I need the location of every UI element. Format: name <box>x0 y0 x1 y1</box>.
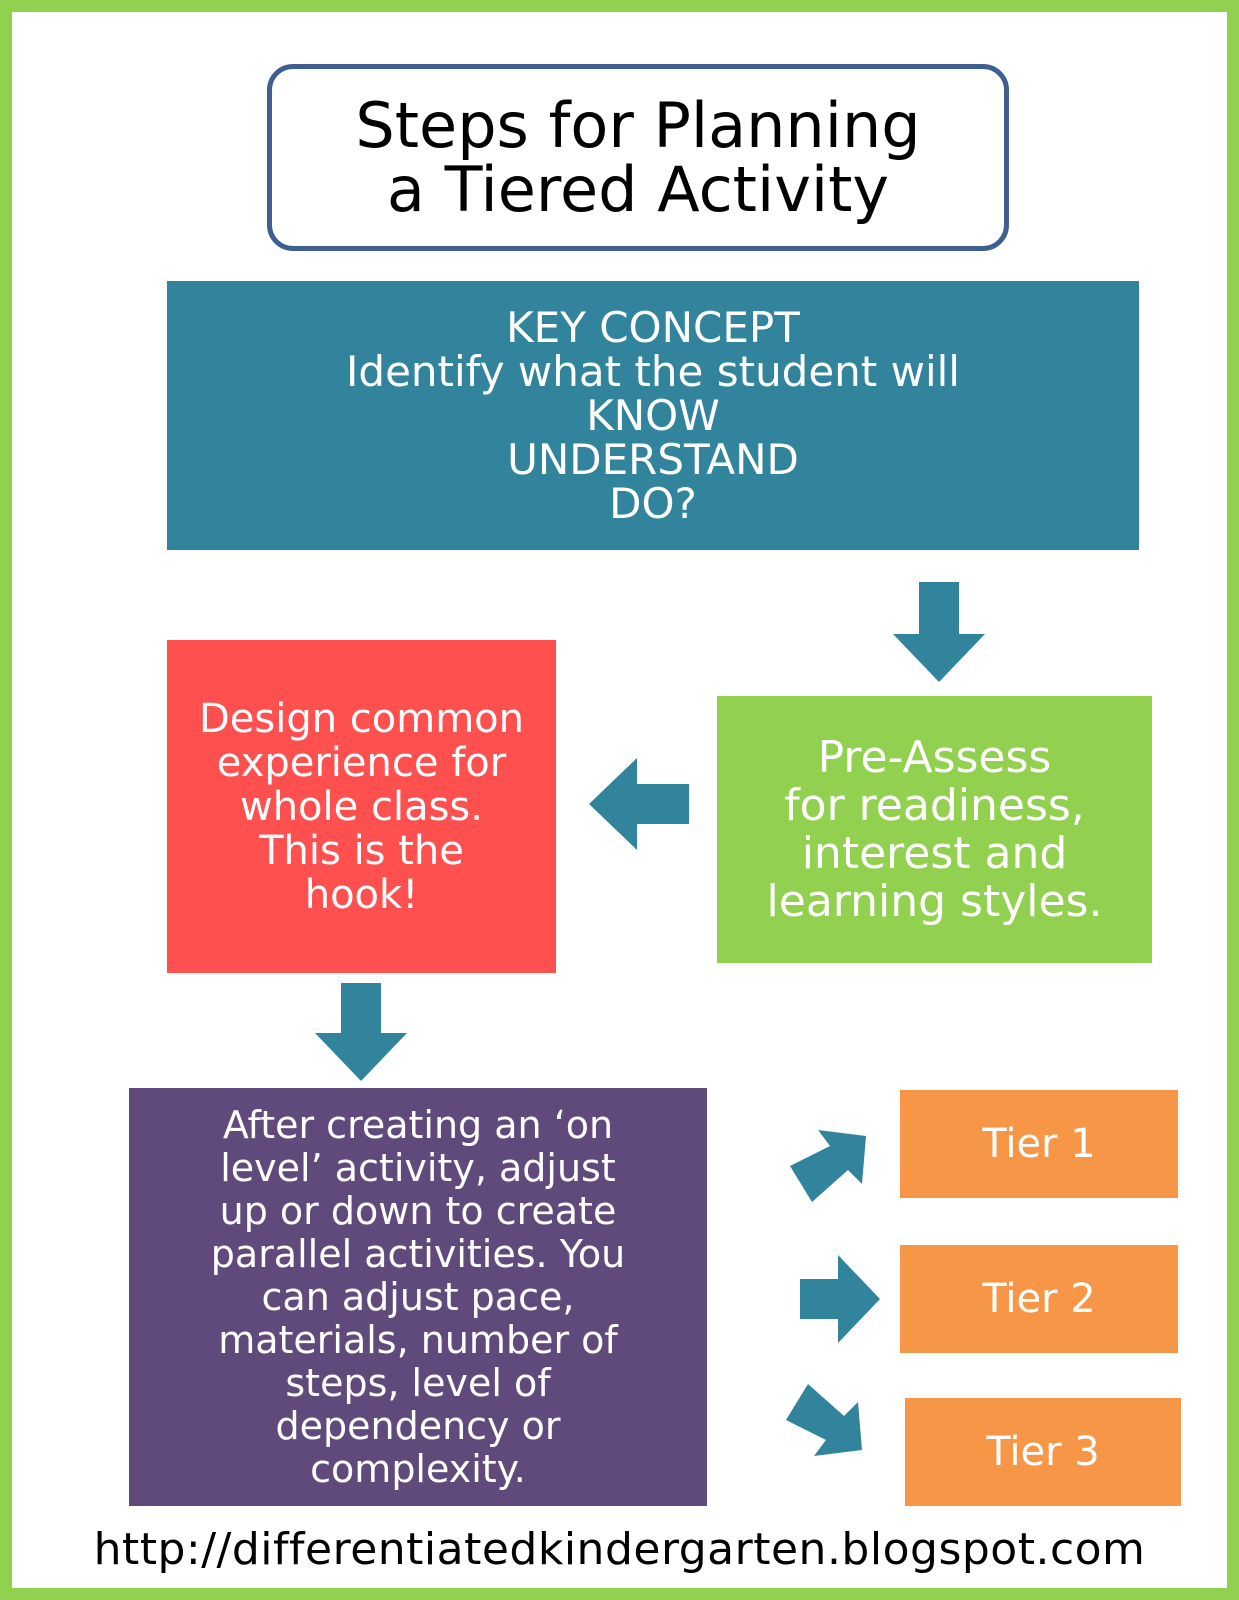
tier-label: Tier 1 <box>982 1121 1096 1167</box>
common-experience-text: Design common experience for whole class… <box>198 695 525 918</box>
tier-label: Tier 2 <box>982 1276 1096 1322</box>
tier-label: Tier 3 <box>986 1429 1100 1475</box>
down-arrow-icon <box>315 983 407 1081</box>
key-concept-box: KEY CONCEPT Identify what the student wi… <box>167 281 1139 550</box>
page-title: Steps for Planning a Tiered Activity <box>355 88 921 226</box>
right-arrow-icon <box>800 1255 880 1343</box>
tier-3-box: Tier 3 <box>905 1398 1181 1506</box>
tier-2-box: Tier 2 <box>900 1245 1178 1353</box>
pre-assess-box: Pre-Assess for readiness, interest and l… <box>717 696 1152 963</box>
key-concept-text: KEY CONCEPT Identify what the student wi… <box>346 302 960 528</box>
adjust-activity-box: After creating an ‘on level’ activity, a… <box>129 1088 707 1506</box>
up-right-arrow-icon <box>790 1130 866 1202</box>
adjust-activity-text: After creating an ‘on level’ activity, a… <box>210 1102 626 1491</box>
pre-assess-text: Pre-Assess for readiness, interest and l… <box>766 731 1103 927</box>
down-arrow-icon <box>893 582 985 682</box>
left-arrow-icon <box>589 758 689 850</box>
source-url: http://differentiatedkindergarten.blogsp… <box>93 1524 1146 1575</box>
title-box: Steps for Planning a Tiered Activity <box>267 64 1009 251</box>
tier-1-box: Tier 1 <box>900 1090 1178 1198</box>
down-right-arrow-icon <box>786 1384 862 1456</box>
common-experience-box: Design common experience for whole class… <box>167 640 556 973</box>
